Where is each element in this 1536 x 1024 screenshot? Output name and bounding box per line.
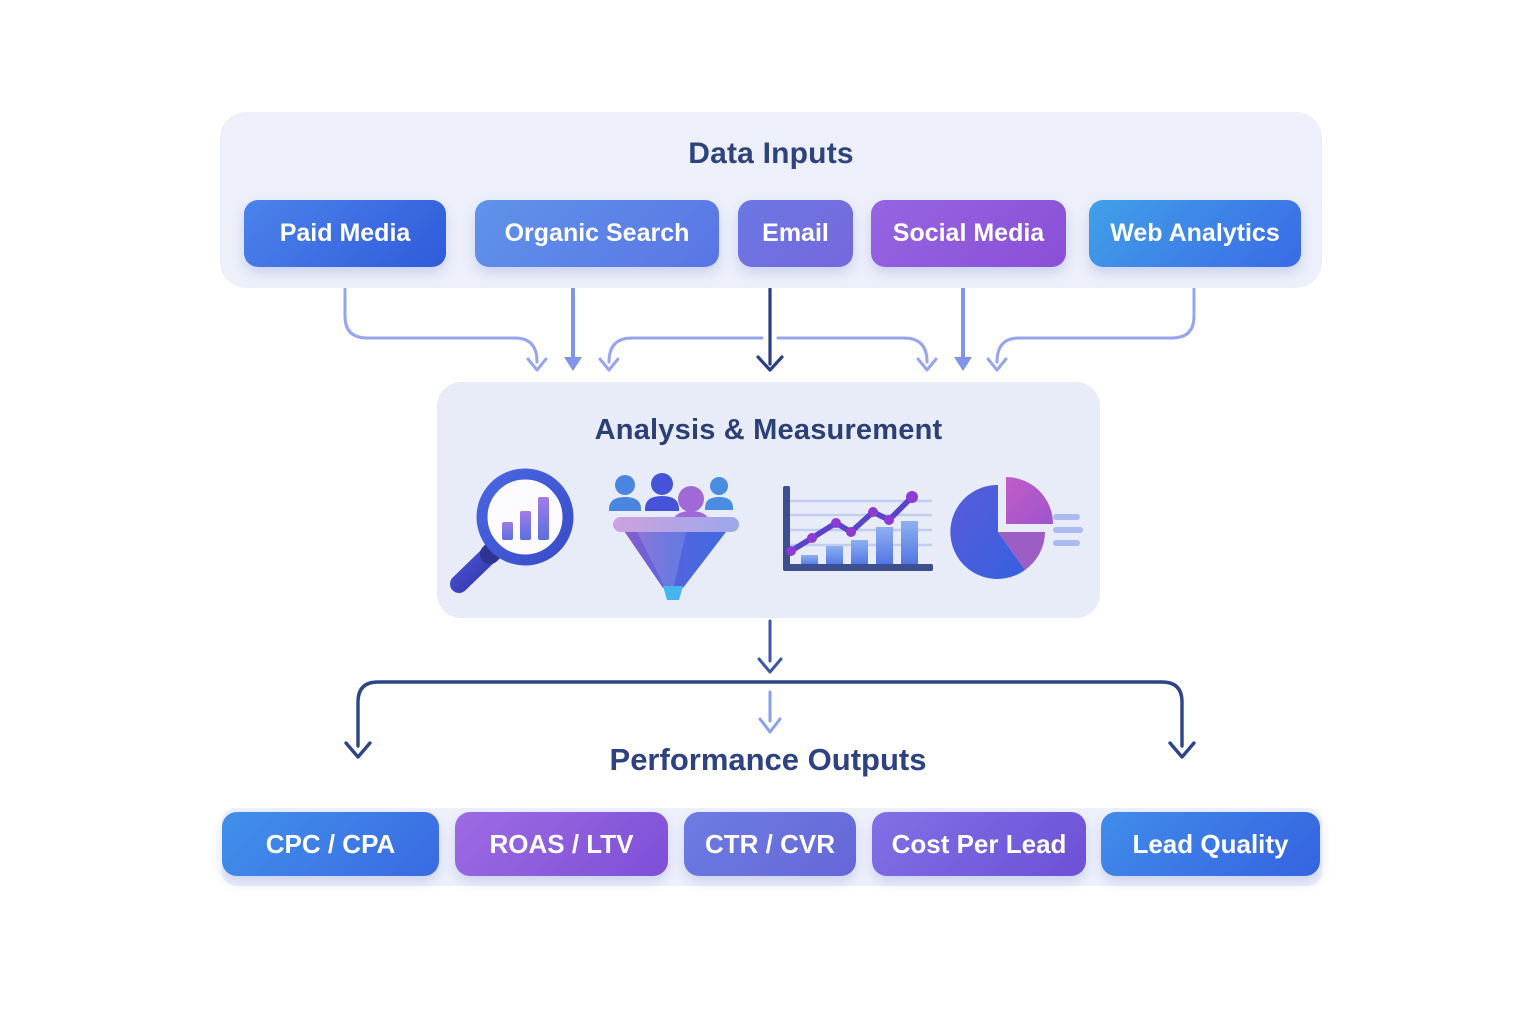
connector-email-arrowhead <box>756 355 784 372</box>
connector-paid-media-arrowhead <box>526 357 548 372</box>
connector-output-rail-left-arrowhead <box>344 741 372 759</box>
connector-output-rail <box>356 680 1184 748</box>
connector-bus-right-arrowhead <box>916 357 938 372</box>
connector-organic-search-arrowhead <box>564 357 582 371</box>
connector-paid-media <box>343 287 539 364</box>
input-email[interactable]: Email <box>738 200 853 267</box>
connector-bus-left <box>607 336 764 364</box>
performance-outputs-title: Performance Outputs <box>609 742 927 777</box>
connector-bus-left-arrowhead <box>598 357 620 372</box>
magnifier-bar-chart-icon <box>450 468 574 593</box>
connector-output-center-arrowhead <box>758 717 782 734</box>
connector-analysis-out-arrowhead <box>757 657 783 674</box>
output-ctr-cvr[interactable]: CTR / CVR <box>684 812 856 876</box>
input-web-analytics[interactable]: Web Analytics <box>1089 200 1301 267</box>
data-inputs-title: Data Inputs <box>688 137 854 170</box>
connector-bus-right <box>776 336 929 364</box>
output-cpc-cpa[interactable]: CPC / CPA <box>222 812 439 876</box>
connector-web-analytics-arrowhead <box>986 357 1008 372</box>
analysis-measurement-title: Analysis & Measurement <box>594 414 943 446</box>
output-lead-quality[interactable]: Lead Quality <box>1101 812 1320 876</box>
analysis-measurement-panel: Analysis & Measurement <box>437 382 1100 618</box>
connector-social-media-arrowhead <box>954 357 972 371</box>
data-inputs-panel: Data Inputs Paid Media Organic Search Em… <box>220 112 1322 288</box>
input-organic-search[interactable]: Organic Search <box>475 200 719 267</box>
connector-output-rail-right-arrowhead <box>1168 741 1196 759</box>
input-paid-media[interactable]: Paid Media <box>244 200 446 267</box>
connector-web-analytics <box>995 287 1196 364</box>
output-roas-ltv[interactable]: ROAS / LTV <box>455 812 668 876</box>
bar-line-chart-icon <box>783 486 933 571</box>
input-social-media[interactable]: Social Media <box>871 200 1066 267</box>
output-cost-per-lead[interactable]: Cost Per Lead <box>872 812 1086 876</box>
pie-chart-icon <box>950 477 1083 579</box>
funnel-audience-icon <box>609 473 739 600</box>
performance-outputs-band: CPC / CPA ROAS / LTV CTR / CVR Cost Per … <box>222 808 1322 886</box>
